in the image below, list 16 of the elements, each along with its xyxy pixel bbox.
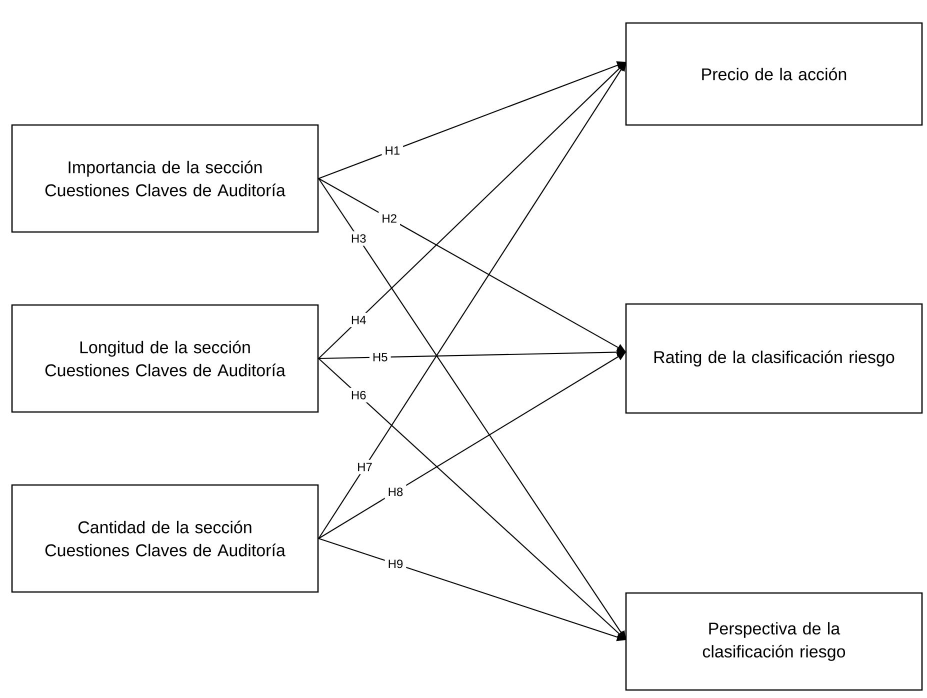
arrow	[318, 62, 626, 359]
edge-label: H1	[382, 143, 404, 158]
edge-label: H7	[354, 460, 376, 474]
edge-label: H8	[384, 484, 406, 500]
text-box: Importancia de la sección Cuestiones Claves de Auditoría	[11, 124, 319, 233]
edge-label: H2	[378, 211, 400, 226]
text-box: Perspectiva de la clasificación riesgo	[625, 592, 923, 691]
edge-label: H4	[348, 312, 370, 328]
edge-label: H5	[369, 350, 391, 364]
text-box: Precio de la acción	[625, 22, 923, 126]
text-box: Rating de la clasificación riesgo	[625, 303, 923, 414]
edge-label: H6	[348, 388, 370, 402]
text-box: Cantidad de la sección Cuestiones Claves de Auditoría	[11, 484, 319, 593]
text-box: Longitud de la sección Cuestiones Claves de Auditoría	[11, 304, 319, 413]
edge-label: H3	[348, 231, 370, 246]
edge-label: H9	[384, 556, 406, 572]
